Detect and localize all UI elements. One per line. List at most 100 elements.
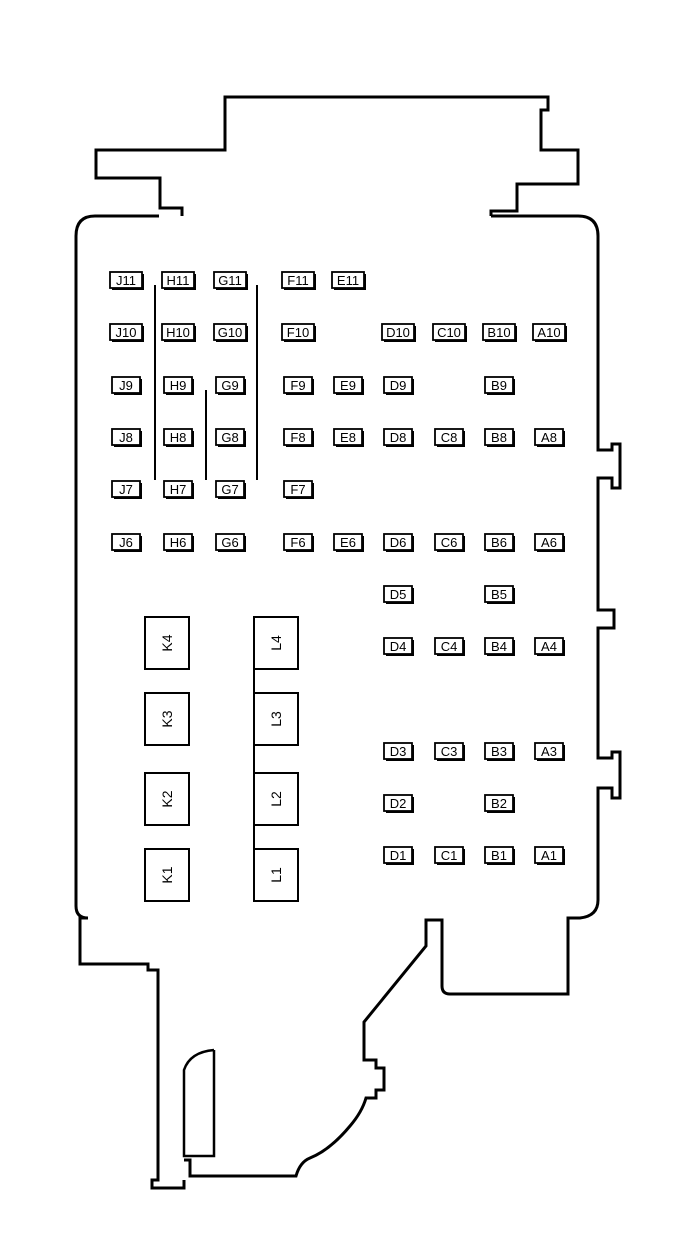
relay-label: K4 (159, 634, 175, 651)
bus-lines (154, 285, 258, 850)
fuse-a10: A10 (532, 323, 567, 342)
fuse-box (534, 637, 564, 655)
fuse-box (532, 323, 566, 341)
fuse-box (215, 480, 245, 498)
fuse-d10: D10 (381, 323, 416, 342)
fuse-box (111, 480, 141, 498)
fuse-box (283, 480, 313, 498)
fuse-box (161, 323, 195, 341)
fuse-box (534, 846, 564, 864)
fuse-g11: G11 (213, 271, 248, 290)
relay-box (144, 772, 190, 826)
fuse-label: D8 (390, 430, 407, 445)
fuse-box (383, 742, 413, 760)
fuse-label: B1 (491, 848, 507, 863)
fuse-label: D3 (390, 744, 407, 759)
relay-label: L2 (268, 791, 284, 807)
fuse-a1: A1 (534, 846, 565, 865)
fuse-g8: G8 (215, 428, 246, 447)
fuse-label: F7 (290, 482, 305, 497)
fuse-box (333, 428, 363, 446)
fuse-label: A6 (541, 535, 557, 550)
fuse-j9: J9 (111, 376, 142, 395)
relay-label: K3 (159, 710, 175, 727)
fuse-box (484, 585, 514, 603)
relay-box (144, 616, 190, 670)
fuse-box (534, 533, 564, 551)
housing-right-side (184, 214, 622, 1178)
fuse-h6: H6 (163, 533, 194, 552)
fuse-label: E6 (340, 535, 356, 550)
fuse-label: J7 (119, 482, 133, 497)
fuse-label: E8 (340, 430, 356, 445)
fuse-label: D9 (390, 378, 407, 393)
relay-k3: K3 (144, 692, 190, 746)
relay-k4: K4 (144, 616, 190, 670)
fuse-box (163, 428, 193, 446)
fuse-label: H8 (170, 430, 187, 445)
fuse-label: H7 (170, 482, 187, 497)
fuse-f7: F7 (283, 480, 314, 499)
fuse-h8: H8 (163, 428, 194, 447)
fuse-label: C1 (441, 848, 458, 863)
fuse-a4: A4 (534, 637, 565, 656)
fuse-label: B5 (491, 587, 507, 602)
fuse-box (383, 585, 413, 603)
fuse-b9: B9 (484, 376, 515, 395)
fuse-f9: F9 (283, 376, 314, 395)
fuse-label: D1 (390, 848, 407, 863)
fuse-label: B9 (491, 378, 507, 393)
relay-box (253, 848, 299, 902)
fuse-b10: B10 (482, 323, 517, 342)
fuse-box (111, 533, 141, 551)
relay-box (144, 692, 190, 746)
fuse-box (163, 533, 193, 551)
relay-box (253, 616, 299, 670)
fuse-label: C4 (441, 639, 458, 654)
fuse-box (283, 533, 313, 551)
housing-outline (74, 214, 186, 1190)
fuse-box (484, 533, 514, 551)
fuse-d5: D5 (383, 585, 414, 604)
fuse-label: F9 (290, 378, 305, 393)
fuse-box (213, 271, 247, 289)
fuse-label: J8 (119, 430, 133, 445)
fuse-d9: D9 (383, 376, 414, 395)
fuse-box (331, 271, 365, 289)
relay-label: K2 (159, 790, 175, 807)
fuse-box (111, 428, 141, 446)
fuse-f8: F8 (283, 428, 314, 447)
fuse-box (434, 846, 464, 864)
fuse-box (484, 428, 514, 446)
housing-top-cap (94, 95, 580, 216)
fuse-e6: E6 (333, 533, 364, 552)
fuse-h9: H9 (163, 376, 194, 395)
fuse-label: G9 (221, 378, 238, 393)
relay-label: K1 (159, 866, 175, 883)
relay-l1: L1 (253, 848, 299, 902)
relay-box (144, 848, 190, 902)
fuse-g7: G7 (215, 480, 246, 499)
fuse-label: B2 (491, 796, 507, 811)
fuse-box (383, 428, 413, 446)
fuse-label: J6 (119, 535, 133, 550)
fuse-h11: H11 (161, 271, 196, 290)
fuse-box (434, 428, 464, 446)
fuse-box (215, 428, 245, 446)
fuse-d4: D4 (383, 637, 414, 656)
fuse-label: B6 (491, 535, 507, 550)
fuse-label: B10 (487, 325, 510, 340)
fuse-box (381, 323, 415, 341)
fuse-box (281, 323, 315, 341)
fuse-c6: C6 (434, 533, 465, 552)
fuse-box (333, 376, 363, 394)
fuse-box (215, 533, 245, 551)
fuse-label: C3 (441, 744, 458, 759)
fuse-d6: D6 (383, 533, 414, 552)
fuse-label: B3 (491, 744, 507, 759)
fuse-label: E9 (340, 378, 356, 393)
fuse-label: E11 (337, 273, 359, 288)
fuse-e8: E8 (333, 428, 364, 447)
fuse-label: D4 (390, 639, 407, 654)
